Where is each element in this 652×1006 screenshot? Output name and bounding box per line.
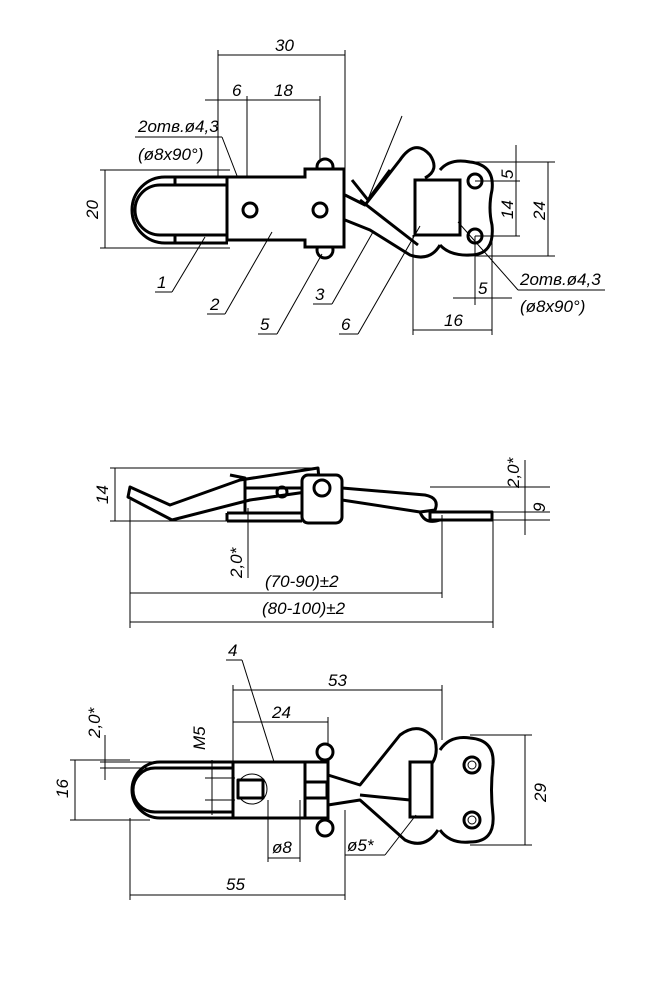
side-view: 14 2,0* 9 2,0* (70-90)±2 (80-100)±2 (93, 456, 550, 628)
dim-30: 30 (275, 36, 294, 55)
thread-m5: M5 (190, 726, 209, 750)
dim-wire: ø5* (347, 836, 375, 855)
dim-16: 16 (444, 311, 463, 330)
dim-gap-bottom: 2,0* (85, 706, 104, 739)
dim-14: 14 (498, 200, 517, 219)
dim-29: 29 (531, 783, 550, 803)
callout-1: 1 (157, 273, 166, 292)
dim-closed-length: (70-90)±2 (265, 572, 339, 591)
dim-bore: ø8 (272, 838, 292, 857)
hole-note-left-2: (ø8x90°) (138, 145, 203, 164)
dim-14-side: 14 (93, 485, 112, 504)
dim-open-length: (80-100)±2 (262, 599, 346, 618)
dim-18: 18 (274, 81, 293, 100)
dim-16-bottom: 16 (53, 779, 72, 798)
dim-gap-right: 2,0* (504, 456, 523, 489)
dim-6: 6 (232, 81, 242, 100)
dim-5-bottom: 5 (478, 279, 488, 298)
hole-note-left-1: 2отв.ø4,3 (137, 117, 219, 136)
dim-24-bottom: 24 (271, 703, 291, 722)
hole-note-right-1: 2отв.ø4,3 (519, 270, 601, 289)
dim-55: 55 (226, 875, 245, 894)
dim-5-top: 5 (498, 169, 517, 179)
callout-4: 4 (228, 641, 237, 660)
dim-24: 24 (530, 201, 549, 221)
dim-gap-left: 2,0* (227, 546, 246, 579)
callout-6: 6 (341, 315, 351, 334)
dim-9: 9 (530, 502, 549, 512)
hole-note-right-2: (ø8x90°) (520, 297, 585, 316)
top-view: 30 6 18 2отв.ø4,3 (ø8x90°) 20 (83, 36, 605, 335)
callout-5: 5 (260, 315, 270, 334)
dim-20: 20 (83, 200, 102, 220)
bottom-view: 4 53 24 29 (53, 641, 550, 900)
callout-3: 3 (315, 285, 325, 304)
callout-2: 2 (209, 295, 220, 314)
dim-53: 53 (328, 671, 347, 690)
